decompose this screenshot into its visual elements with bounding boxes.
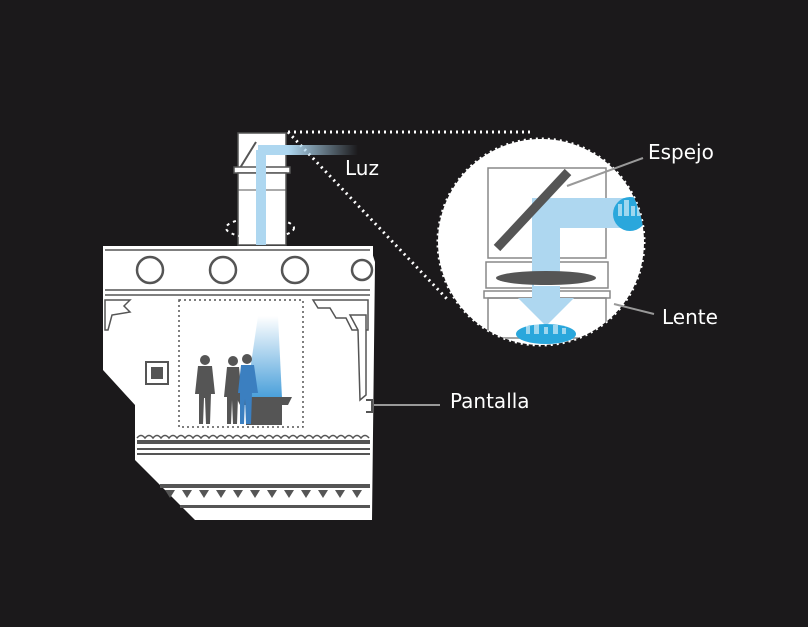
leader-lines bbox=[374, 157, 655, 406]
label-luz: Luz bbox=[345, 156, 379, 180]
city-view-projected bbox=[516, 324, 576, 344]
mirror bbox=[493, 168, 572, 252]
city-view-incoming bbox=[613, 197, 644, 231]
label-pantalla: Pantalla bbox=[450, 389, 530, 413]
visitor-silhouettes bbox=[195, 354, 258, 424]
magnified-detail bbox=[436, 137, 646, 347]
label-lente: Lente bbox=[662, 305, 718, 329]
pantalla-bracket bbox=[366, 399, 373, 413]
lens bbox=[496, 271, 596, 285]
incoming-light-beam bbox=[288, 145, 358, 155]
roof-oculi bbox=[135, 255, 374, 285]
building bbox=[103, 246, 375, 520]
dentil-row bbox=[165, 490, 362, 498]
tower bbox=[225, 132, 295, 246]
zoom-connector-lines bbox=[286, 130, 530, 302]
label-espejo: Espejo bbox=[648, 140, 714, 164]
